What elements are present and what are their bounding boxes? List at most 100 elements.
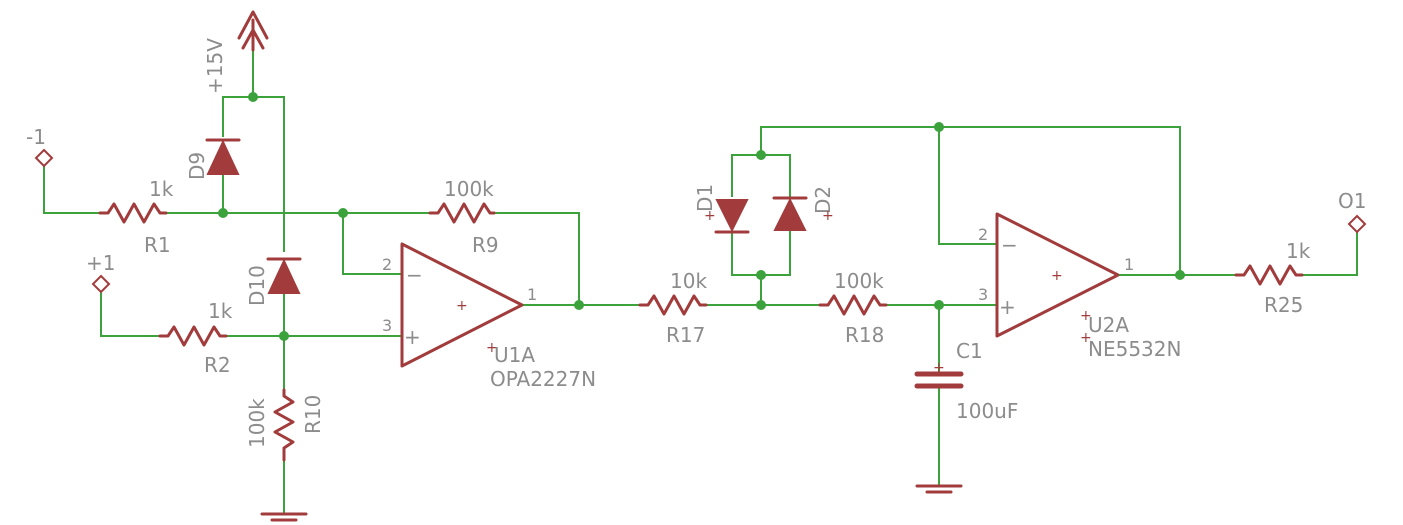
r9-value: 100k (444, 177, 494, 201)
r25-value: 1k (1286, 239, 1311, 263)
diode-icon (773, 197, 807, 231)
r10-value: 100k (245, 398, 269, 448)
u1a-center-cross: + (456, 298, 468, 314)
diode-icon (206, 139, 240, 175)
port-in-pos: +1 (86, 251, 115, 294)
resistor-r2: 1k R2 (158, 299, 233, 377)
opamp-u2a: − + + 2 3 1 + + U2A NE5532N (978, 212, 1181, 361)
port-in-pos-label: +1 (86, 251, 115, 275)
u2a-name: U2A (1088, 313, 1129, 337)
wire (938, 126, 998, 245)
supply-label: +15V (203, 38, 227, 94)
diode-d9: D9 (185, 138, 241, 180)
u2a-origin-cross: + (1080, 330, 1092, 346)
port-diamond-icon (91, 274, 111, 294)
resistor-zigzag-icon (98, 202, 168, 224)
r18-value: 100k (834, 269, 884, 293)
junction-dot (574, 300, 584, 310)
d2-origin-cross: + (822, 208, 834, 224)
u1a-pin-noninv: 3 (382, 316, 392, 335)
u2a-minus-sign: − (1001, 233, 1018, 257)
u1a-pin-out: 1 (527, 285, 537, 304)
junctions (218, 92, 1185, 341)
u2a-plus-sign: + (999, 295, 1016, 319)
resistor-r17: 10k R17 (638, 269, 708, 347)
u2a-origin-cross: + (1080, 308, 1092, 324)
junction-dot (338, 208, 348, 218)
junction-dot (279, 331, 289, 341)
resistor-zigzag-icon (1234, 264, 1304, 286)
port-diamond-icon (1347, 214, 1367, 234)
r10-name: R10 (301, 395, 325, 434)
junction-dot (248, 92, 258, 102)
diode-icon (715, 199, 749, 233)
d1-name: D1 (693, 184, 717, 212)
junction-dot (756, 150, 766, 160)
r1-value: 1k (149, 177, 174, 201)
d1-origin-cross: + (704, 208, 716, 224)
junction-dot (934, 300, 944, 310)
d9-name: D9 (185, 152, 209, 180)
wire (493, 212, 580, 306)
diode-icon (267, 258, 301, 294)
resistor-zigzag-icon (428, 202, 496, 224)
junction-dot (1175, 270, 1185, 280)
u1a-origin-cross: + (486, 340, 498, 356)
opamp-triangle-icon (995, 212, 1120, 338)
opamp-u1a: − + + 2 3 1 + U1A OPA2227N (382, 242, 596, 391)
resistor-zigzag-icon (818, 294, 888, 316)
resistor-r18: 100k R18 (818, 269, 888, 347)
capacitor-c1: + C1 100uF (914, 339, 1018, 423)
r9-name: R9 (472, 233, 499, 257)
wire (731, 231, 791, 276)
r17-name: R17 (666, 323, 705, 347)
wire (43, 165, 101, 214)
r25-name: R25 (1264, 293, 1303, 317)
d10-name: D10 (245, 265, 269, 306)
port-out-label: O1 (1338, 189, 1366, 213)
port-out: O1 (1338, 189, 1367, 234)
r17-value: 10k (670, 269, 707, 293)
u1a-minus-sign: − (406, 263, 423, 287)
resistor-r10: 100k R10 (245, 388, 325, 462)
c1-value: 100uF (956, 399, 1018, 423)
diode-d1: D1 + (693, 184, 750, 234)
u2a-center-cross: + (1051, 268, 1063, 284)
junction-dot (934, 122, 944, 132)
supply-arrow-icon (237, 10, 269, 52)
wire (100, 291, 161, 337)
resistor-r25: 1k R25 (1234, 239, 1311, 317)
r18-name: R18 (845, 323, 884, 347)
c1-origin-cross: + (933, 360, 945, 376)
u1a-pin-inv: 2 (382, 255, 392, 274)
wire (760, 126, 1181, 276)
resistor-r1: 1k R1 (98, 177, 174, 257)
port-in-neg: -1 (26, 125, 54, 168)
r1-name: R1 (144, 233, 171, 257)
junction-dot (756, 270, 766, 280)
u2a-pin-inv: 2 (978, 225, 988, 244)
diode-d2: D2 + (772, 186, 835, 231)
wire (1301, 231, 1358, 276)
wire (342, 212, 403, 275)
u2a-part: NE5532N (1088, 337, 1181, 361)
junction-dot (218, 208, 228, 218)
resistor-r9: 100k R9 (428, 177, 499, 257)
r2-value: 1k (208, 299, 233, 323)
port-in-neg-label: -1 (26, 125, 46, 149)
u2a-pin-out: 1 (1124, 255, 1134, 274)
u1a-part: OPA2227N (490, 367, 596, 391)
c1-name: C1 (956, 339, 983, 363)
u1a-name: U1A (494, 343, 535, 367)
port-diamond-icon (34, 148, 54, 168)
diode-d10: D10 (245, 257, 302, 306)
ground-c1 (915, 484, 963, 494)
resistor-zigzag-icon (158, 325, 228, 347)
ground-r10 (260, 512, 308, 522)
opamp-triangle-icon (400, 242, 524, 368)
u2a-pin-noninv: 3 (978, 285, 988, 304)
supply-15v: +15V (203, 10, 269, 94)
resistor-zigzag-icon (638, 294, 708, 316)
junction-dot (756, 300, 766, 310)
